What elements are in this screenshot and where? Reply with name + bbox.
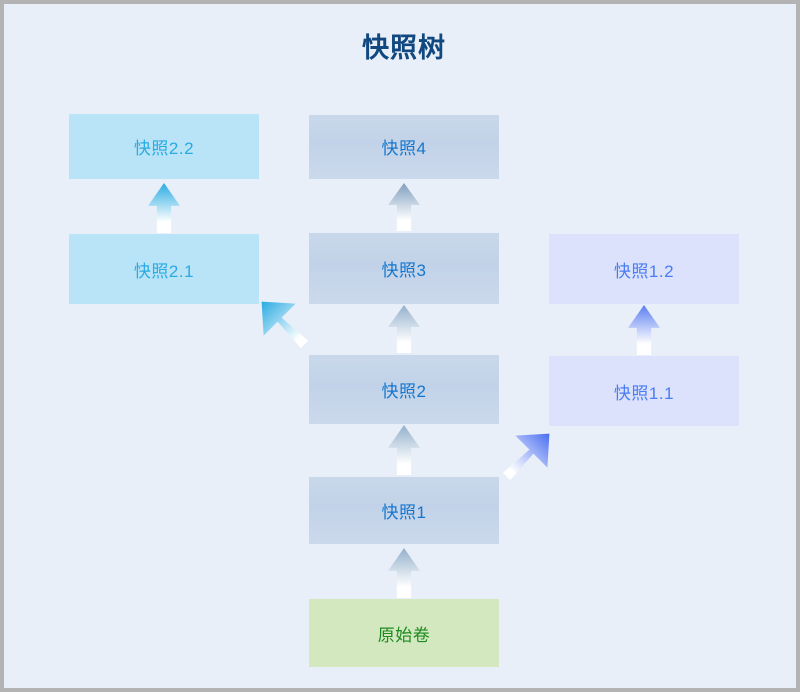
node-snapshot4[interactable]: 快照4 xyxy=(309,114,499,179)
node-label: 原始卷 xyxy=(377,625,431,645)
node-label: 快照3 xyxy=(381,260,427,280)
node-label: 快照1 xyxy=(381,502,427,522)
node-label: 快照2.2 xyxy=(133,139,195,158)
arrow-icon-a-4 xyxy=(387,182,421,232)
arrow-icon-a-branch-left xyxy=(256,296,312,352)
arrow-icon-a-3 xyxy=(387,304,421,354)
node-label: 快照4 xyxy=(381,139,427,158)
arrow-icon-a-1 xyxy=(387,547,421,599)
node-original-volume[interactable]: 原始卷 xyxy=(309,599,499,667)
page-title: 快照树 xyxy=(362,33,446,63)
node-snapshot1-2[interactable]: 快照1.2 xyxy=(549,234,739,304)
node-label: 快照2 xyxy=(381,381,427,401)
node-snapshot3[interactable]: 快照3 xyxy=(309,232,499,304)
arrow-icon-a-2 xyxy=(387,424,421,476)
node-label: 快照1.1 xyxy=(613,383,675,403)
node-snapshot1-1[interactable]: 快照1.1 xyxy=(549,356,739,426)
node-snapshot2-2[interactable]: 快照2.2 xyxy=(69,114,259,179)
node-snapshot2-1[interactable]: 快照2.1 xyxy=(69,234,259,304)
arrow-icon-a-1-1-to-1-2 xyxy=(627,304,661,356)
node-snapshot2[interactable]: 快照2 xyxy=(309,354,499,424)
node-snapshot1[interactable]: 快照1 xyxy=(309,476,499,544)
node-label: 快照1.2 xyxy=(613,261,675,281)
arrow-icon-a-2-1-to-2-2 xyxy=(147,182,181,234)
arrow-icon-a-branch-right xyxy=(499,428,555,484)
node-label: 快照2.1 xyxy=(133,261,195,281)
